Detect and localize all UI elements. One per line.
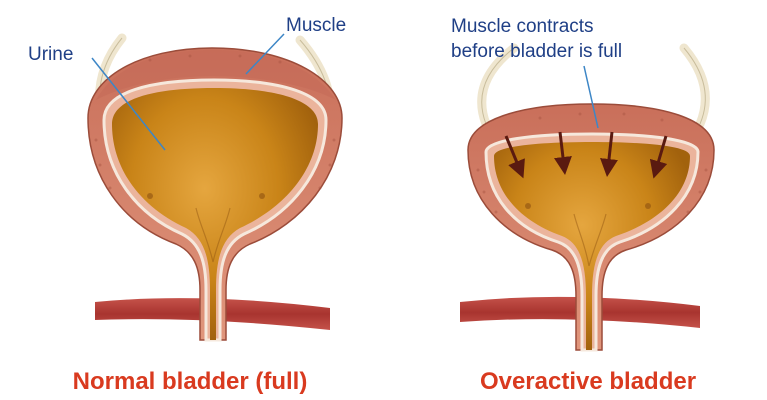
normal-bladder-urine bbox=[112, 88, 318, 340]
normal-bladder bbox=[87, 33, 343, 342]
overactive-bladder bbox=[467, 43, 715, 352]
contraction-arrow-4 bbox=[649, 135, 668, 179]
muscle-label: Muscle bbox=[286, 15, 346, 36]
overactive-bladder-urine bbox=[494, 142, 690, 350]
contracts-label-line2: before bladder is full bbox=[451, 41, 622, 62]
contraction-arrow-2 bbox=[554, 131, 572, 175]
urine-label-group: Urine bbox=[28, 44, 166, 151]
urine-leader-line bbox=[91, 57, 166, 151]
right-ureter-overactive bbox=[679, 43, 710, 129]
contracts-label-line1: Muscle contracts bbox=[451, 16, 594, 37]
contraction-arrow-1 bbox=[504, 135, 525, 179]
muscle-leader-line bbox=[245, 33, 285, 75]
contraction-arrows bbox=[504, 131, 668, 179]
normal-bladder-caption: Normal bladder (full) bbox=[73, 368, 308, 395]
overactive-bladder-caption: Overactive bladder bbox=[480, 368, 696, 395]
urine-label: Urine bbox=[28, 44, 73, 65]
contracts-label-group: Muscle contracts before bladder is full bbox=[451, 16, 622, 129]
muscle-label-group: Muscle bbox=[245, 15, 346, 75]
contraction-arrow-3 bbox=[600, 131, 618, 177]
contracts-leader-line bbox=[583, 65, 599, 129]
